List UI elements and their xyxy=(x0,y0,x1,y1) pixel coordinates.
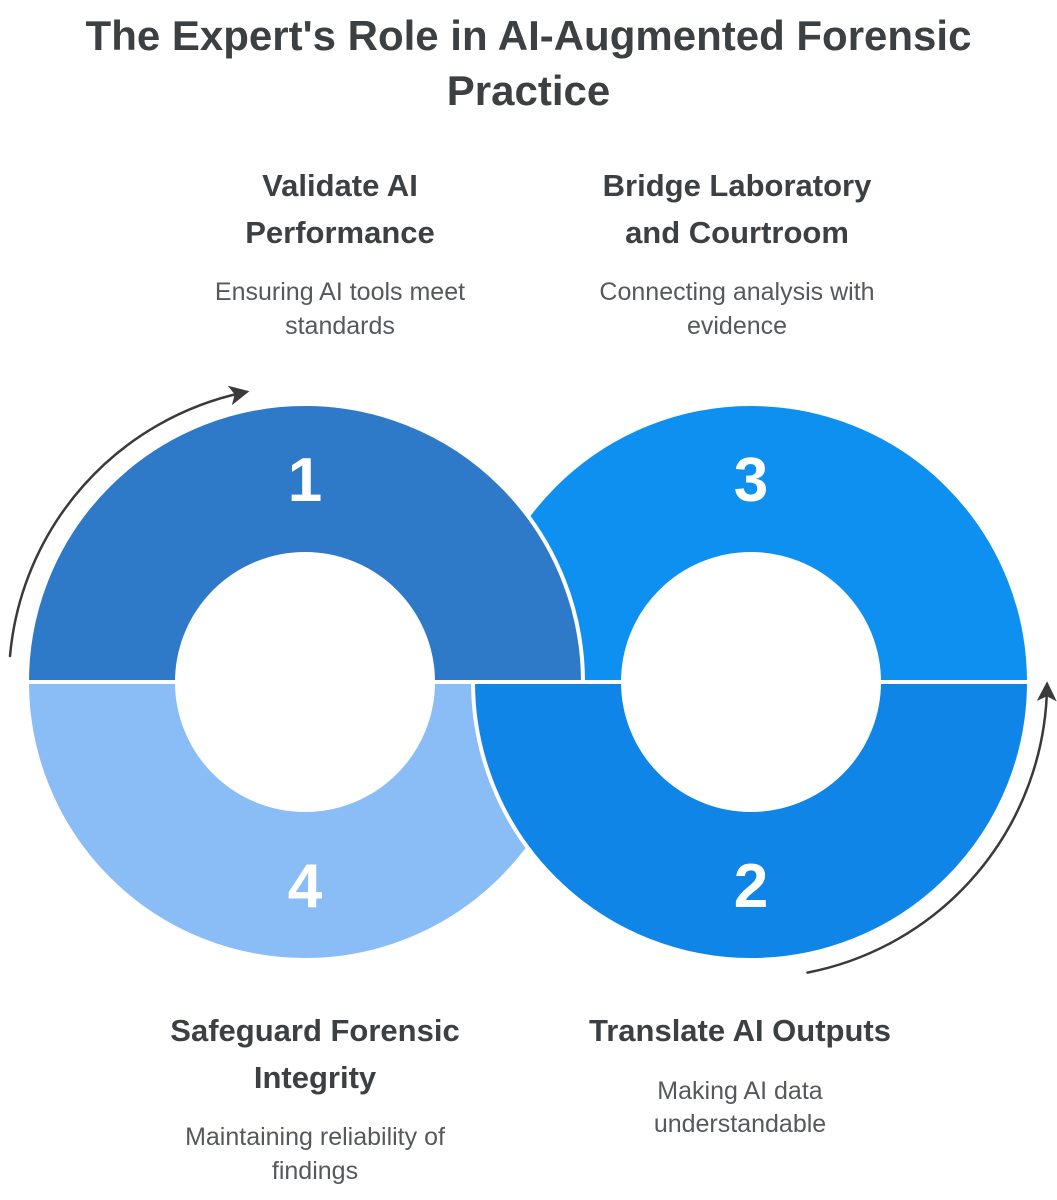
step-1-subtitle: Ensuring AI tools meet standards xyxy=(214,278,466,340)
step-2-subtitle: Making AI data understandable xyxy=(653,1076,827,1139)
step-3-subtitle: Connecting analysis with evidence xyxy=(599,278,875,340)
step-3-label: Bridge Laboratory and Courtroom Connecti… xyxy=(517,163,957,344)
segment-1-number: 1 xyxy=(288,446,322,515)
segment-3-number: 3 xyxy=(734,446,768,515)
segment-2-number: 2 xyxy=(734,852,768,921)
cycle-arrow-left xyxy=(8,385,250,658)
step-4-subtitle: Maintaining reliability of findings xyxy=(185,1123,445,1185)
segment-4-number: 4 xyxy=(288,852,323,921)
step-2-label: Translate AI Outputs Making AI data unde… xyxy=(520,1008,960,1142)
step-3-title: Bridge Laboratory and Courtroom xyxy=(602,168,872,250)
segment-1-arc xyxy=(24,402,586,684)
segment-3-arc xyxy=(470,402,1032,684)
step-4-label: Safeguard Forensic Integrity Maintaining… xyxy=(95,1008,535,1189)
step-4-title: Safeguard Forensic Integrity xyxy=(170,1013,460,1095)
segment-4-arc xyxy=(24,680,586,962)
page-title: The Expert's Role in AI-Augmented Forens… xyxy=(85,12,972,115)
segment-2-arc xyxy=(470,680,1032,962)
cycle-arrow-right xyxy=(806,681,1057,974)
step-1-title: Validate AI Performance xyxy=(245,168,435,250)
step-2-title: Translate AI Outputs xyxy=(588,1013,891,1048)
step-1-label: Validate AI Performance Ensuring AI tool… xyxy=(120,163,560,344)
